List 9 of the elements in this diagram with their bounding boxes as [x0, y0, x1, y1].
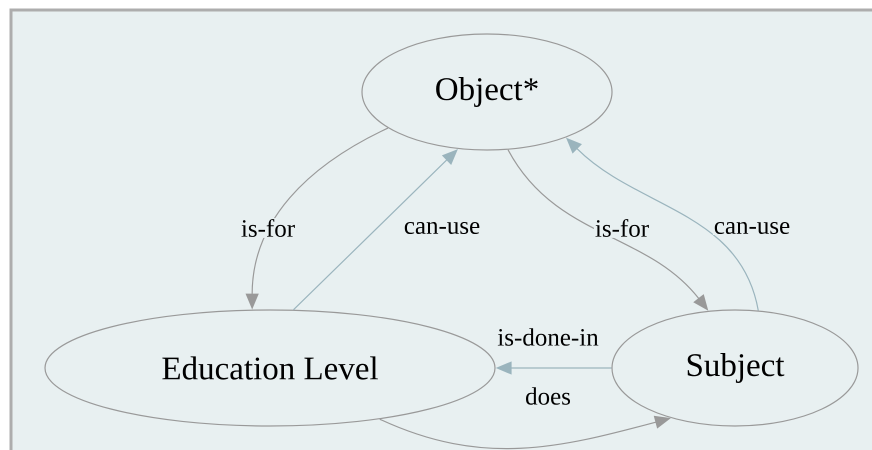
ellipse-node: Object* — [361, 33, 613, 151]
edge-label: can-use — [402, 221, 482, 236]
edge-label: does — [524, 386, 572, 406]
ellipse-node: Education Level — [44, 309, 496, 427]
edge-label: is-for — [594, 218, 650, 238]
edge-label: is-for — [240, 218, 296, 238]
edge-label: is-done-in — [496, 327, 600, 347]
edge-label: can-use — [712, 221, 792, 236]
ellipse-node: Subject — [611, 309, 859, 427]
